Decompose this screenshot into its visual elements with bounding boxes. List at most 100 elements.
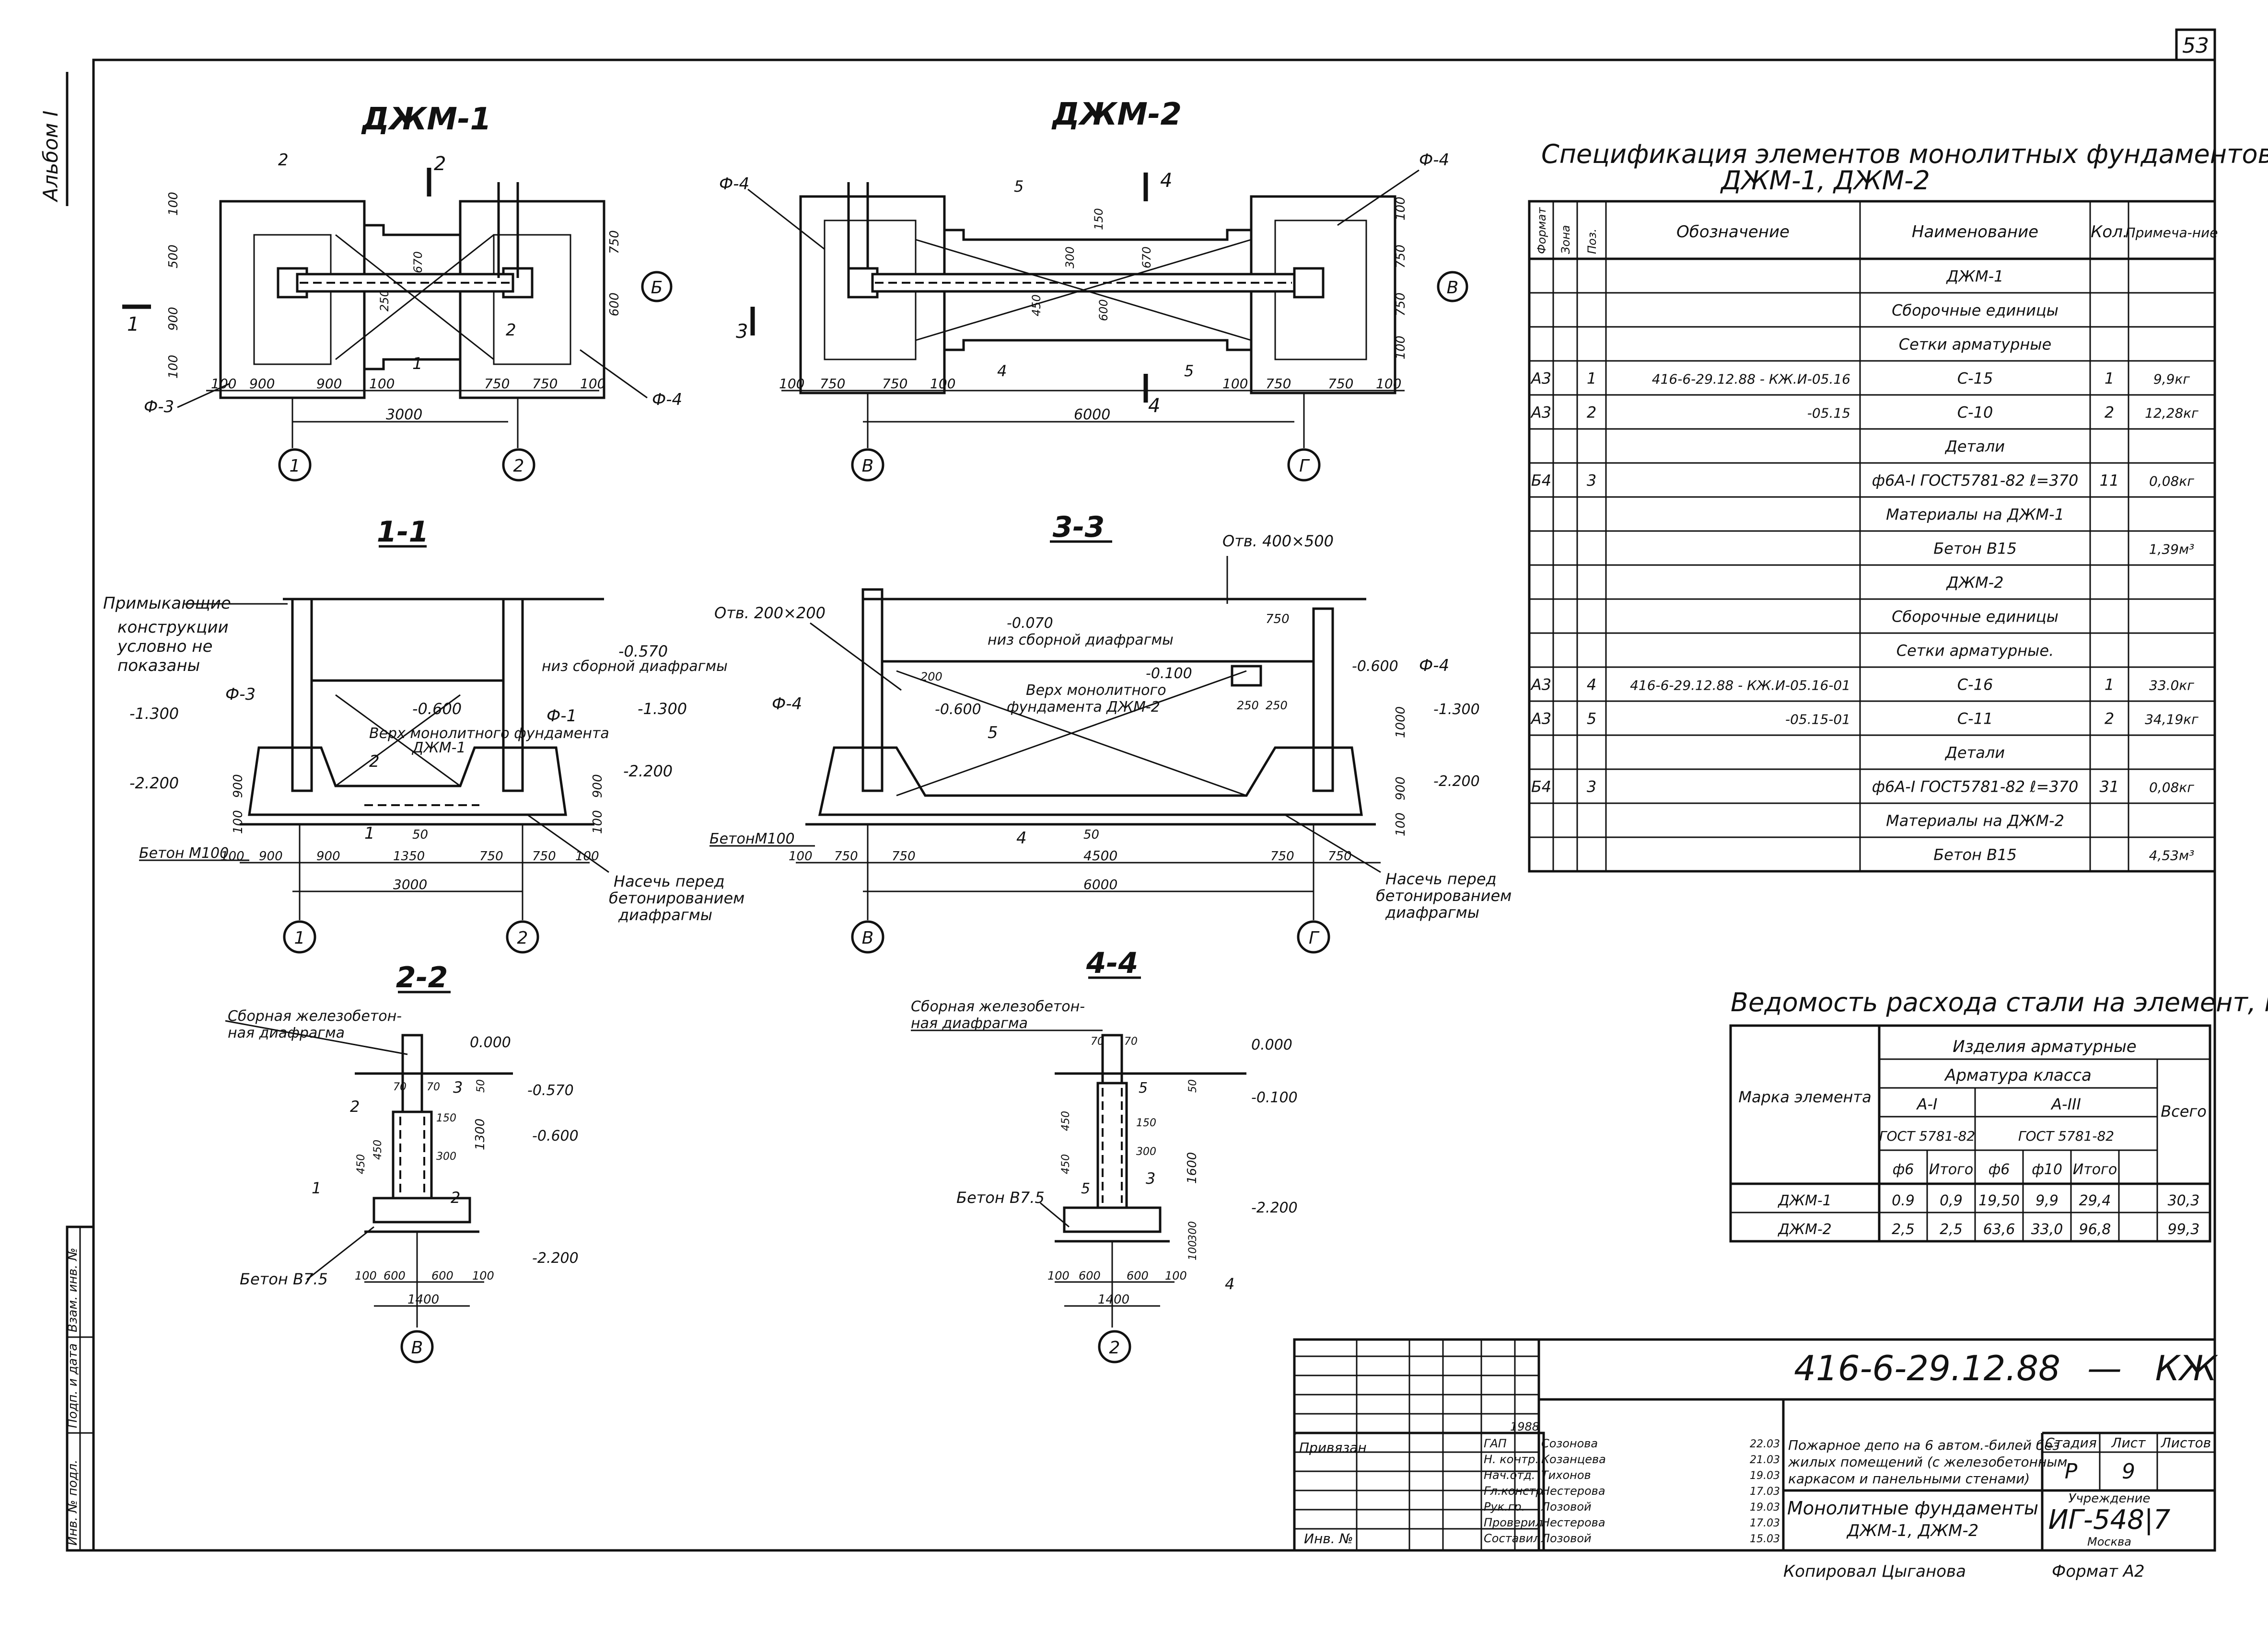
s44-dim-8: 450	[1060, 1154, 1072, 1174]
spec-cell: Сетки арматурные	[1899, 335, 2051, 354]
spec-cell: С-16	[1957, 676, 1993, 694]
s22-dim-9: 150	[436, 1112, 456, 1124]
steel-h-gost2: ГОСТ 5781-82	[2018, 1128, 2114, 1144]
s44-pos4: 4	[1225, 1275, 1234, 1293]
stamp-object-2: каркасом и панельными стенами)	[1788, 1471, 2030, 1487]
s44-dim-7: 450	[1060, 1111, 1072, 1131]
stamp-h-sheets: Листов	[2161, 1435, 2211, 1451]
s22-dim-8: 450	[355, 1154, 367, 1174]
s11-title: 1-1	[377, 515, 429, 549]
plan-djm1-dim-12: 750	[607, 230, 622, 254]
plan-djm1-axis-1: 1	[290, 456, 301, 476]
s22-pos2b: 2	[451, 1189, 460, 1207]
s22-lv1: 0.000	[470, 1034, 511, 1051]
plan-djm2-dim-1: 750	[820, 376, 845, 392]
plan-djm1-phi4: Ф-4	[652, 390, 682, 409]
spec-cell: ф6А-I ГОСТ5781-82 ℓ=370	[1872, 472, 2079, 490]
spec-cell: 1	[1587, 370, 1596, 388]
s22-dim-1: 600	[384, 1269, 406, 1282]
plan-djm2-dim-11: 100	[1394, 335, 1408, 359]
plan-djm2-dim-5: 750	[1266, 376, 1291, 392]
s33-lv5: -1.300	[1433, 701, 1480, 718]
plan-djm1-pos1: 1	[412, 354, 423, 373]
plan-djm2-axis-V: В	[862, 456, 874, 476]
steel-cell: 99,3	[2168, 1221, 2200, 1238]
s33-lv6: -2.200	[1433, 773, 1480, 790]
s44-dim-10: 300	[1136, 1146, 1156, 1158]
s33-dim-14: 50	[1083, 828, 1099, 842]
s44-axis2-bubble	[1098, 1330, 1131, 1363]
strip-podp-data: Подп. и дата	[66, 1343, 80, 1428]
plan-djm1-sec2: 2	[434, 153, 446, 175]
s22-dim-2: 600	[431, 1269, 454, 1282]
plan-djm1-pos2b: 2	[506, 321, 516, 340]
s11-cut-0: Насечь перед	[614, 872, 725, 890]
stamp-year: 1988	[1510, 1420, 1539, 1433]
s44-concrete: Бетон В7.5	[956, 1189, 1045, 1207]
plan-djm2-dim-9: 100	[1394, 196, 1408, 220]
plan-djm1-dim-5: 750	[532, 376, 558, 392]
s33-cut-1: бетонированием	[1376, 887, 1512, 905]
s44-dim-13: 50	[1187, 1079, 1199, 1093]
s33-dim-6: 6000	[1083, 877, 1117, 892]
stamp-role: Составил	[1484, 1532, 1540, 1545]
spec-cell: Детали	[1944, 438, 2005, 456]
spec-cell: А3	[1530, 404, 1551, 422]
stamp-inv: Инв. №	[1304, 1531, 1353, 1547]
s22-concrete: Бетон В7.5	[240, 1270, 328, 1288]
spec-cell: 11	[2100, 472, 2119, 490]
stamp-copied: Копировал Цыганова	[1783, 1562, 1966, 1581]
spec-cell: С-15	[1957, 370, 1993, 388]
spec-cell: -05.15-01	[1785, 712, 1850, 728]
plan-djm1-dim-4: 750	[484, 376, 510, 392]
spec-cell: А3	[1530, 370, 1551, 388]
stamp-sheet: 9	[2122, 1459, 2135, 1484]
stamp-code: 416-6-29.12.88	[1794, 1348, 2060, 1388]
s11-dim-12: 900	[591, 774, 605, 798]
spec-title-line1: Спецификация элементов монолитных фундам…	[1541, 139, 2268, 169]
plan-djm1-dim-15: 250	[378, 289, 391, 312]
steel-cell: ДЖМ-2	[1777, 1221, 1832, 1238]
steel-cell: ДЖМ-1	[1777, 1192, 1832, 1209]
spec-cell: 0,08кг	[2149, 474, 2194, 489]
plan-djm2-sec3: 3	[736, 321, 748, 343]
s44-dim-11: 1600	[1185, 1152, 1199, 1184]
s11-concrete: Бетон М100	[139, 845, 229, 862]
s22-dim-4: 1400	[407, 1293, 439, 1307]
spec-cell: А3	[1530, 676, 1551, 694]
s33-concrete: БетонМ100	[709, 831, 795, 847]
s33-opening1: Отв. 200×200	[714, 604, 826, 622]
plan-djm2-axis-G: Г	[1299, 456, 1310, 476]
s33-lv3: -0.600	[935, 701, 981, 718]
spec-cell: 2	[1587, 404, 1596, 422]
s44-axis-2: 2	[1109, 1338, 1120, 1358]
stamp-date: 15.03	[1750, 1533, 1780, 1545]
stamp-suffix: КЖ	[2155, 1348, 2219, 1388]
s33-dim-12: 900	[1394, 776, 1408, 800]
plan-djm2-phi4a: Ф-4	[719, 174, 749, 194]
spec-cell: Сетки арматурные.	[1896, 642, 2054, 660]
spec-cell: 2	[2105, 404, 2114, 422]
steel-cell: 19,50	[1978, 1192, 2020, 1209]
s33-title: 3-3	[1053, 510, 1105, 544]
s22-pos2a: 2	[350, 1097, 360, 1116]
plan-djm2-title: ДЖМ-2	[1051, 97, 1182, 132]
s33-lv1: -0.070	[1007, 615, 1053, 632]
s33-dim-1: 750	[834, 849, 858, 864]
stamp-name: Нестерова	[1541, 1484, 1605, 1498]
plan-djm1-phi3: Ф-3	[144, 397, 174, 416]
plan-djm2-dim-8: 6000	[1074, 406, 1110, 423]
stamp-role: ГАП	[1484, 1437, 1507, 1450]
plan-djm1-title: ДЖМ-1	[361, 102, 491, 137]
s11-pos2: 2	[369, 752, 380, 771]
s22-dim-3: 100	[472, 1269, 494, 1282]
plan-djm1-dim-2: 900	[316, 376, 342, 392]
s33-pos5: 5	[988, 723, 998, 742]
plan-djm1-dim-7: 3000	[386, 406, 422, 423]
s44-precast-1: ная диафрагма	[911, 1015, 1028, 1032]
plan-djm1-dim-6: 100	[580, 376, 605, 392]
s22-lv3: -0.600	[532, 1128, 579, 1144]
plan-djm2-axisG-bubble	[1287, 448, 1321, 482]
